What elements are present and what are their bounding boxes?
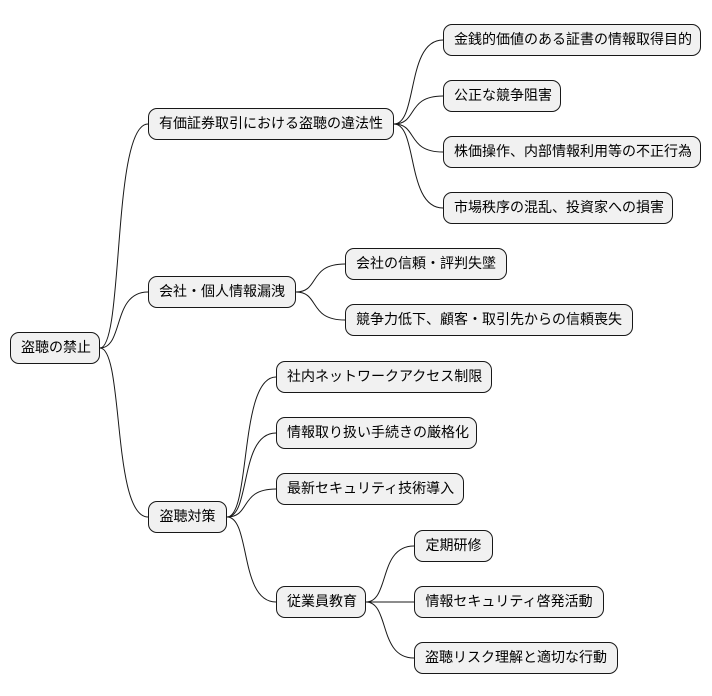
leaf-node-security-tech: 最新セキュリティ技術導入 xyxy=(276,473,464,505)
branch-node-countermeasures: 盗聴対策 xyxy=(148,501,227,533)
edge-education-1 xyxy=(365,545,415,603)
leaf-node-trust-loss: 会社の信頼・評判失墜 xyxy=(345,248,507,280)
leaf-node-network-access-limit: 社内ネットワークアクセス制限 xyxy=(276,361,492,393)
root-node: 盗聴の禁止 xyxy=(10,332,100,364)
edge-legal-4 xyxy=(393,123,444,209)
edge-measures-1 xyxy=(226,376,277,518)
leaf-node-competitiveness-decline: 競争力低下、顧客・取引先からの信頼喪失 xyxy=(345,304,633,336)
edge-root-to-legal xyxy=(99,123,149,349)
edge-measures-4 xyxy=(226,516,277,603)
edge-root-to-measures xyxy=(99,347,149,518)
branch-node-legality: 有価証券取引における盗聴の違法性 xyxy=(148,108,394,140)
edge-education-3 xyxy=(365,601,415,659)
edge-measures-3 xyxy=(226,488,277,518)
edge-leak-1 xyxy=(295,263,346,293)
edge-root-to-leak xyxy=(99,291,149,349)
edge-legal-1 xyxy=(393,39,444,125)
leaf-node-security-awareness: 情報セキュリティ啓発活動 xyxy=(414,586,604,618)
leaf-node-risk-understanding: 盗聴リスク理解と適切な行動 xyxy=(414,642,618,674)
edge-legal-2 xyxy=(393,95,444,125)
branch-node-info-leak: 会社・個人情報漏洩 xyxy=(148,276,296,308)
leaf-node-market-disorder: 市場秩序の混乱、投資家への損害 xyxy=(443,192,673,224)
edge-measures-2 xyxy=(226,432,277,518)
edge-leak-2 xyxy=(295,291,346,321)
leaf-node-info-handling: 情報取り扱い手続きの厳格化 xyxy=(276,417,477,449)
leaf-node-competition-hindrance: 公正な競争阻害 xyxy=(443,80,561,112)
leaf-node-regular-training: 定期研修 xyxy=(414,530,493,562)
branch-node-employee-education: 従業員教育 xyxy=(276,586,366,618)
edge-legal-3 xyxy=(393,123,444,153)
leaf-node-stock-manipulation: 株価操作、内部情報利用等の不正行為 xyxy=(443,136,701,168)
leaf-node-info-acquisition: 金銭的価値のある証書の情報取得目的 xyxy=(443,24,701,56)
